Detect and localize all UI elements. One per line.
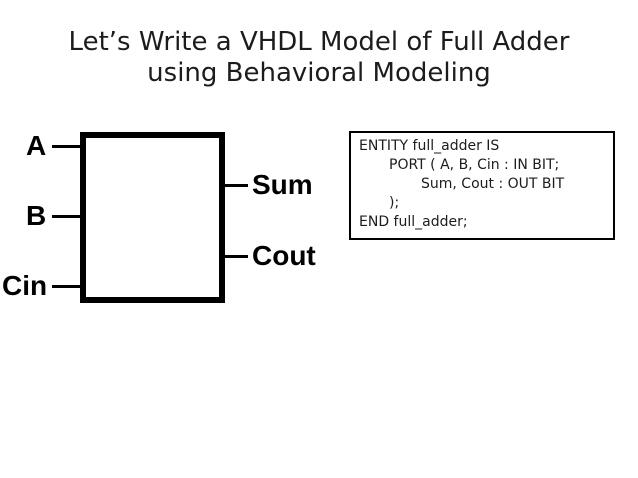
port-label-b: B: [26, 200, 47, 231]
wire-input-a: [52, 145, 80, 148]
port-label-sum: Sum: [252, 169, 313, 200]
wire-output-cout: [225, 255, 248, 258]
code-line: END full_adder;: [359, 214, 468, 230]
port-label-cin: Cin: [2, 270, 48, 301]
code-line: Sum, Cout : OUT BIT: [421, 176, 565, 192]
vhdl-entity-code-box: ENTITY full_adder IS PORT ( A, B, Cin : …: [349, 131, 615, 240]
port-label-a: A: [26, 130, 47, 161]
wire-input-b: [52, 215, 80, 218]
slide-title: Let’s Write a VHDL Model of Full Adder u…: [0, 27, 638, 89]
wire-output-sum: [225, 184, 248, 187]
full-adder-block: [80, 132, 225, 303]
title-line-2: using Behavioral Modeling: [147, 58, 491, 88]
code-line: PORT ( A, B, Cin : IN BIT;: [389, 157, 560, 173]
wire-input-cin: [52, 285, 80, 288]
title-line-1: Let’s Write a VHDL Model of Full Adder: [68, 27, 570, 57]
port-label-cout: Cout: [252, 240, 316, 271]
code-line: );: [389, 195, 400, 211]
code-line: ENTITY full_adder IS: [359, 138, 500, 154]
